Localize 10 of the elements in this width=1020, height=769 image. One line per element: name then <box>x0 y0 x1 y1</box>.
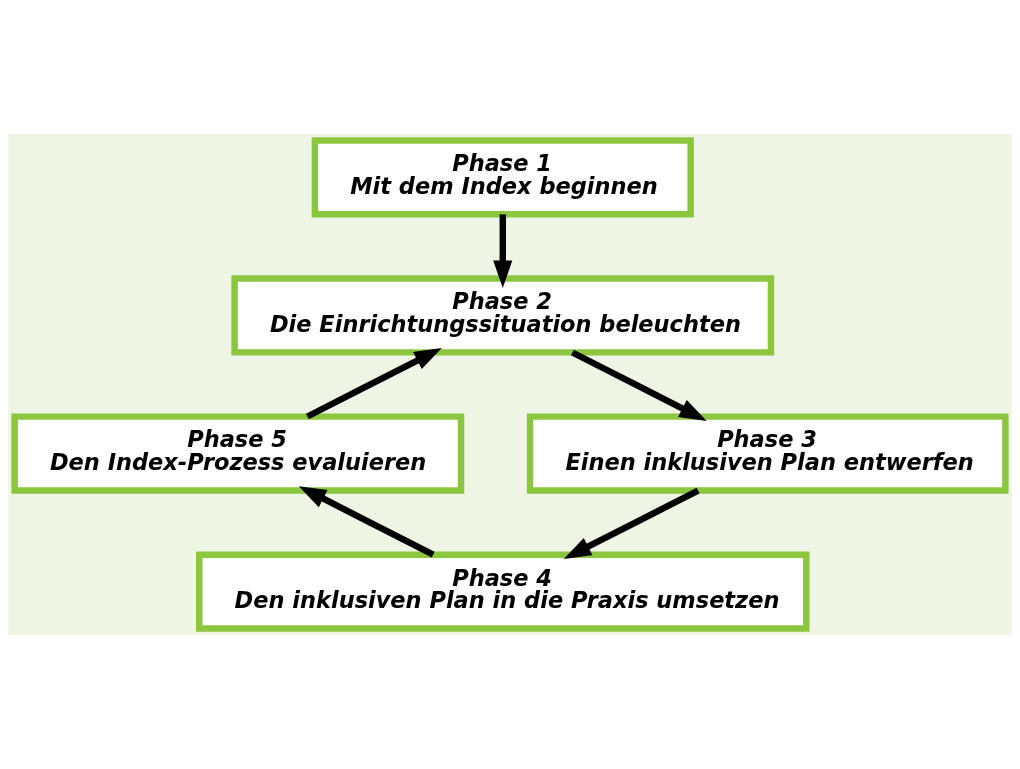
node-box: Phase 1 Mit dem Index beginnen <box>311 137 694 218</box>
node-box: Phase 5 Den Index-Prozess evaluieren <box>11 413 465 494</box>
arrow <box>305 348 442 420</box>
arrow <box>493 214 513 288</box>
arrow <box>563 487 700 559</box>
node-box: Phase 4 Den inklusiven Plan in die Praxis umsetzen <box>196 551 810 632</box>
arrow <box>298 486 435 558</box>
node-box: Phase 3 Einen inklusiven Plan entwerfen <box>526 413 1009 494</box>
node-box: Phase 2 Die Einrichtungssituation beleuchten <box>231 275 775 356</box>
arrow <box>570 349 707 421</box>
